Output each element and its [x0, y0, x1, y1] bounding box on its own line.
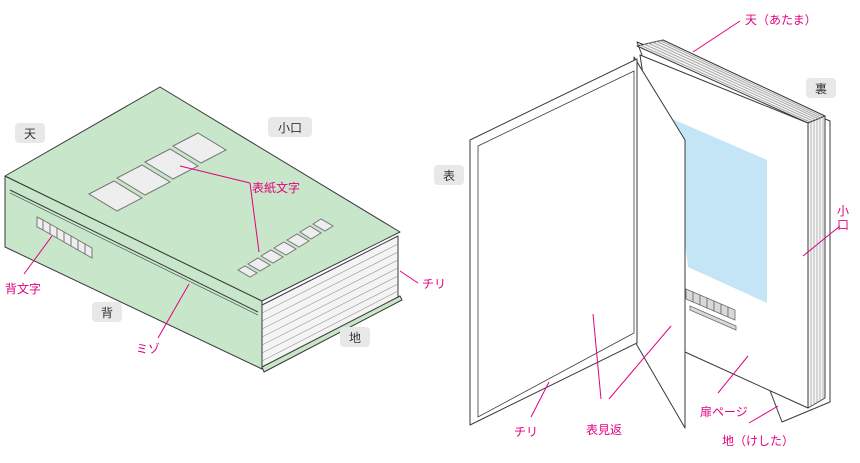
pastedown-border	[477, 70, 635, 418]
svg-text:表: 表	[443, 169, 455, 183]
svg-text:表紙文字: 表紙文字	[252, 180, 300, 195]
svg-text:小: 小	[837, 204, 849, 218]
page-edge-lines	[261, 243, 399, 362]
callout-chi-keshita: 地（けした）	[722, 405, 794, 448]
page-block-lines	[639, 40, 824, 407]
callout-ten-atama: 天（あたま）	[692, 13, 817, 53]
svg-text:チリ: チリ	[514, 425, 538, 439]
svg-text:地（けした）: 地（けした）	[722, 434, 794, 448]
front-cover-open	[469, 58, 638, 426]
callout-mikaeshi: 表見返	[586, 313, 672, 437]
svg-text:扉ページ: 扉ページ	[700, 405, 748, 419]
callout-hyoshi-moji: 表紙文字	[179, 165, 300, 253]
svg-text:地: 地	[349, 331, 361, 345]
svg-text:天: 天	[24, 127, 36, 141]
label-omote: 表	[434, 165, 464, 185]
open-book: 表 裏 天（あたま） 小 口 チリ 表見返 扉ページ	[434, 13, 849, 448]
svg-text:口: 口	[837, 218, 849, 232]
label-ura: 裏	[806, 78, 836, 98]
callout-chiri-right: チリ	[514, 381, 550, 439]
callout-koguchi-right: 小 口	[802, 204, 849, 257]
svg-text:背文字: 背文字	[5, 281, 41, 296]
label-koguchi: 小口	[268, 117, 312, 137]
callout-mizo: ミゾ	[136, 283, 190, 356]
back-cover-edge	[261, 295, 403, 373]
callout-tobira: 扉ページ	[700, 355, 749, 419]
closed-book: 天 小口 背 地 表紙文字 背文字 ミゾ チリ	[4, 86, 446, 373]
label-chi: 地	[340, 327, 370, 347]
svg-text:ミゾ: ミゾ	[136, 342, 160, 356]
label-se: 背	[92, 302, 122, 322]
svg-text:背: 背	[101, 306, 113, 320]
spine-groove-inner	[9, 192, 259, 316]
callout-se-moji: 背文字	[5, 235, 53, 296]
front-cover	[4, 86, 401, 302]
label-ten: 天	[15, 123, 45, 143]
svg-text:裏: 裏	[815, 81, 827, 96]
frontispiece-image	[670, 118, 767, 303]
svg-text:天（あたま）: 天（あたま）	[745, 13, 817, 27]
callout-chiri-left: チリ	[399, 270, 446, 291]
spine-title-boxes	[36, 216, 93, 259]
title-page-boxes	[685, 288, 737, 331]
svg-text:表見返: 表見返	[586, 423, 622, 437]
svg-text:小口: 小口	[278, 121, 302, 135]
svg-text:チリ: チリ	[422, 277, 446, 291]
spine-groove	[9, 189, 259, 313]
cover-subtitle-boxes	[237, 218, 334, 278]
page-block-side	[807, 115, 826, 409]
cover-title-boxes	[87, 132, 228, 212]
